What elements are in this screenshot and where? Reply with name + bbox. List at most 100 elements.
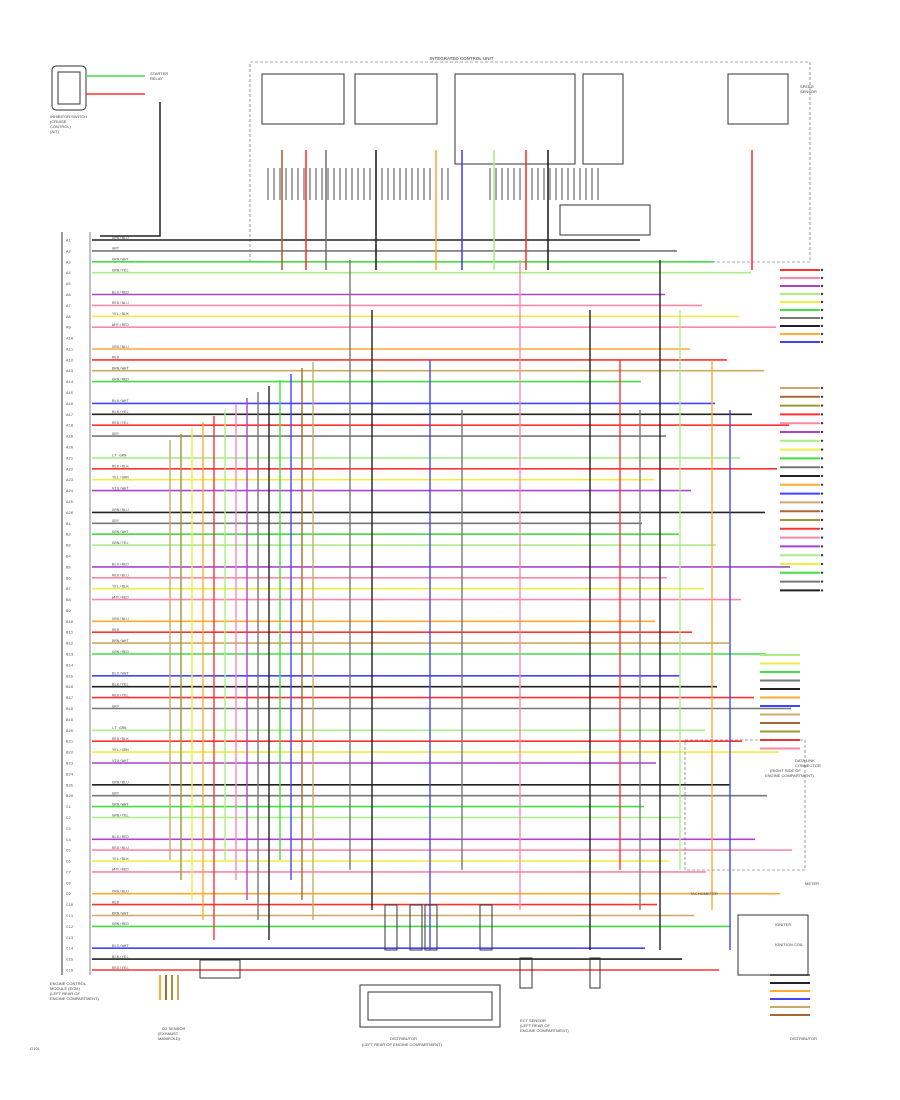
inhibitor-switch: INHIBITOR SWITCH (CRUISE CONTROL) (A/T) … bbox=[50, 65, 168, 134]
ecu-pin-label: C7 bbox=[66, 871, 71, 875]
wire-code-label: LT GRN bbox=[112, 727, 127, 731]
ecu-pin-label: A22 bbox=[66, 468, 74, 472]
ecu-pin-label: B16 bbox=[66, 686, 74, 690]
ecu-pin-label: B5 bbox=[66, 566, 71, 570]
terminal-pin bbox=[820, 580, 824, 583]
wire-code-label: BRN/WHT bbox=[112, 911, 129, 916]
terminal-pin bbox=[820, 292, 824, 296]
switch-label-2: (CRUISE bbox=[50, 119, 67, 124]
ecu-pin-label: B20 bbox=[66, 730, 74, 734]
ecu-pin-label: C6 bbox=[66, 861, 71, 865]
o2-sensor: O2 SENSOR (EXHAUST MANIFOLD) bbox=[158, 959, 241, 1041]
ecu-pin-label: A5 bbox=[66, 283, 71, 287]
ecu-pin-label: B15 bbox=[66, 675, 74, 679]
ecu-pin-label: B6 bbox=[66, 577, 71, 581]
ecu-pin-label: A4 bbox=[66, 272, 71, 276]
ecu-pin-label: C13 bbox=[66, 937, 74, 941]
terminal-pin bbox=[820, 413, 824, 416]
ecu-pin-label: B9 bbox=[66, 610, 71, 614]
wire-harness: GRN/BLUGRYGRN/WHTGRN/YELBLU/REDRED/BLUYE… bbox=[92, 236, 792, 971]
wire-code-label: GRN/WHT bbox=[112, 258, 129, 263]
ecu-pin-label: C3 bbox=[66, 828, 71, 832]
terminal-pin bbox=[820, 474, 824, 478]
terminal-pin bbox=[820, 316, 824, 320]
terminal-pin bbox=[820, 276, 824, 280]
integrated-control-unit: INTEGRATED CONTROL UNIT SPEED SENSOR bbox=[249, 56, 817, 263]
terminal-pin bbox=[820, 466, 824, 469]
switch-label-3: CONTROL) bbox=[50, 124, 72, 129]
wire-code-label: ORG/BLU bbox=[112, 345, 129, 350]
ecu-pin-label: B26 bbox=[66, 795, 74, 799]
wire-code-label: ORG/BLU bbox=[112, 890, 129, 895]
ecu-pin-label: A1 bbox=[66, 240, 71, 244]
ecu-pin-label: A19 bbox=[66, 436, 74, 440]
terminal-pin bbox=[820, 332, 824, 336]
wire-code-label: GRN/YEL bbox=[112, 269, 129, 274]
ecu-pin-label: A18 bbox=[66, 425, 74, 429]
terminal-pin bbox=[820, 492, 824, 495]
ecu-pin-label: A12 bbox=[66, 359, 74, 363]
ecu-pin-label: A16 bbox=[66, 403, 74, 407]
wire-code-label: RED/BLK bbox=[112, 737, 129, 742]
starter-relay-label: STARTER bbox=[150, 71, 168, 76]
switch-label-1: INHIBITOR SWITCH bbox=[50, 114, 87, 119]
ecu-pin-label: B7 bbox=[66, 588, 71, 592]
ecu-pin-labels: A1A2A3A4A5A6A7A8A9A10A11A12A13A14A15A16A… bbox=[66, 240, 74, 974]
ecu-pin-label: B13 bbox=[66, 654, 74, 658]
dlc-label-4: ENGINE COMPARTMENT) bbox=[765, 773, 814, 778]
ecu-pin-label: A13 bbox=[66, 370, 74, 374]
ecu-pin-label: A14 bbox=[66, 381, 74, 385]
ecu-pin-label: A23 bbox=[66, 479, 74, 483]
ecu-pin-label: B24 bbox=[66, 773, 74, 777]
wire-code-label: GRN/WHT bbox=[112, 530, 129, 535]
dlc-label-2: CONNECTOR bbox=[795, 763, 821, 768]
ecu-pin-label: C16 bbox=[66, 970, 74, 974]
dlc-label-3: (RIGHT SIDE OF bbox=[770, 768, 801, 773]
terminal-pin bbox=[820, 422, 824, 425]
ecu-pin-label: B4 bbox=[66, 556, 71, 560]
ect-sensor: ECT SENSOR (LEFT REAR OF ENGINE COMPARTM… bbox=[519, 957, 601, 1033]
ecu-pin-label: B1 bbox=[66, 523, 71, 527]
ecu-pin-label: C10 bbox=[66, 904, 74, 908]
wire-code-label: GRN/BLU bbox=[112, 508, 129, 513]
ecu-pin-label: A17 bbox=[66, 414, 74, 418]
dlc-label-1: DATA LINK bbox=[795, 758, 815, 763]
terminal-pin bbox=[820, 536, 824, 539]
o2-label-2: (EXHAUST bbox=[158, 1031, 179, 1036]
terminal-pin bbox=[820, 589, 824, 592]
integrated-unit-label: INTEGRATED CONTROL UNIT bbox=[430, 56, 494, 61]
wire-code-label: GRN/BLU bbox=[112, 236, 129, 241]
engine-control-module: ENGINE CONTROL MODULE (ECM) (LEFT REAR O… bbox=[50, 232, 99, 1001]
wire-code-label: WHT/RED bbox=[112, 323, 129, 328]
wire-code-label: BLK/YEL bbox=[112, 410, 129, 415]
terminal-pin bbox=[820, 300, 824, 304]
ecu-pin-label: C2 bbox=[66, 817, 71, 821]
ecu-pin-label: B21 bbox=[66, 741, 74, 745]
terminal-pin bbox=[820, 501, 824, 504]
distributor-label-2: (LEFT REAR OF ENGINE COMPARTMENT) bbox=[362, 1042, 442, 1047]
wire-code-label: BRN/WHT bbox=[112, 367, 129, 372]
wire-code-label: VIO/WHT bbox=[112, 486, 129, 491]
wire-code-label: ORG/BLU bbox=[112, 617, 129, 622]
ignition-coil-label: IGNITION COIL bbox=[775, 942, 804, 947]
o2-label-3: MANIFOLD) bbox=[158, 1036, 181, 1041]
wire-code-label: YEL/BLK bbox=[112, 312, 129, 317]
ecu-label-1: ENGINE CONTROL bbox=[50, 981, 87, 986]
wire-code-label: BRN/WHT bbox=[112, 639, 129, 644]
ecu-pin-label: B17 bbox=[66, 697, 74, 701]
terminal-pin bbox=[820, 483, 824, 486]
wire-code-label: LT GRN bbox=[112, 455, 127, 459]
ecu-pin-label: C14 bbox=[66, 948, 74, 952]
ecu-pin-label: A25 bbox=[66, 501, 74, 505]
wire-code-label: GRN/BLU bbox=[112, 781, 129, 786]
ecu-pin-label: A15 bbox=[66, 392, 74, 396]
wire-code-label: RED/YEL bbox=[112, 693, 129, 698]
starter-relay-label-2: RELAY bbox=[150, 76, 163, 81]
ecu-pin-label: A20 bbox=[66, 447, 74, 451]
terminal-pin bbox=[820, 340, 824, 344]
terminal-pin bbox=[820, 527, 824, 530]
ecu-pin-label: A7 bbox=[66, 305, 71, 309]
terminal-pin bbox=[820, 404, 824, 407]
terminal-pin bbox=[820, 457, 824, 460]
wire-code-label: RED/BLU bbox=[112, 574, 129, 579]
